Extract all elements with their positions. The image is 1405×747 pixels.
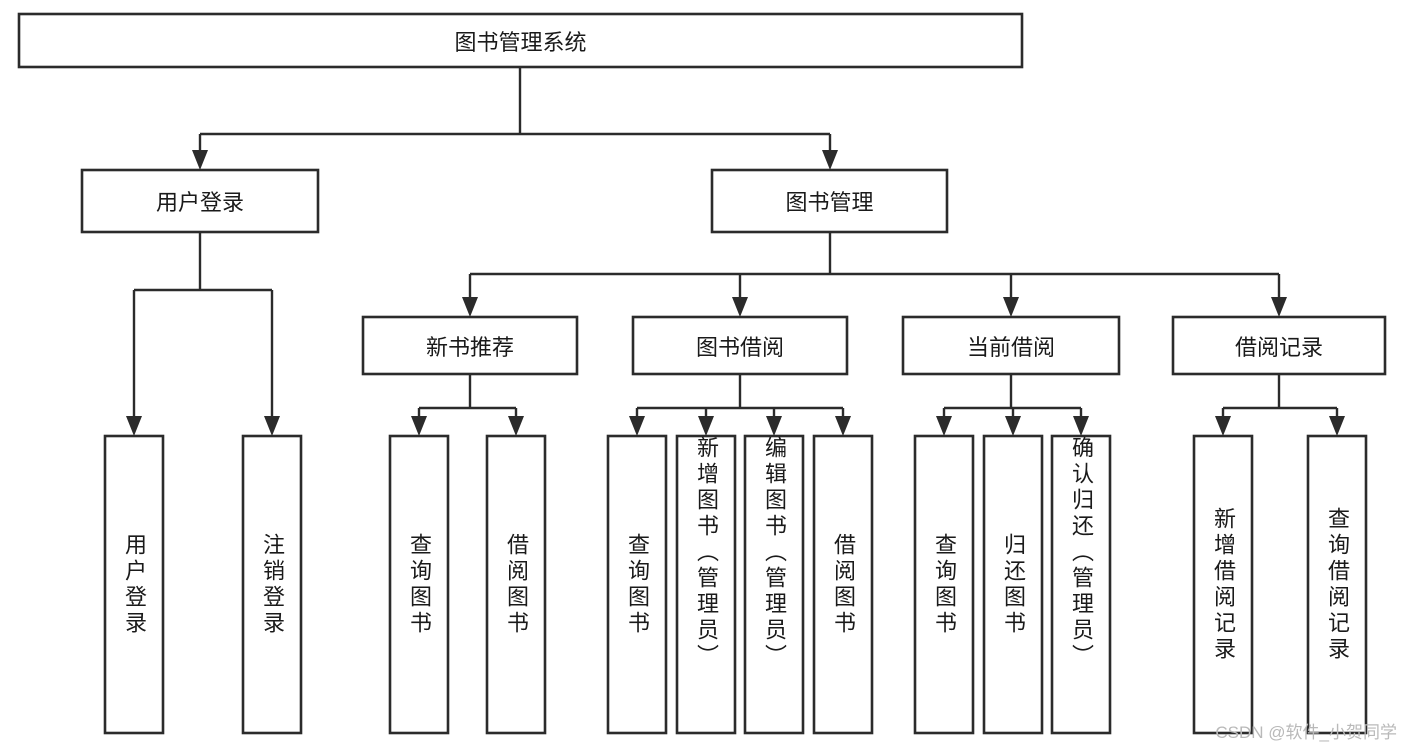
leaf-new-book-2[interactable] — [485, 434, 547, 735]
node-root-book-management-system[interactable] — [17, 12, 1024, 69]
node-new-book-recommend[interactable] — [361, 315, 579, 376]
leaf-book-borrow-4[interactable] — [812, 434, 874, 735]
leaf-book-borrow-3[interactable] — [743, 434, 805, 735]
node-book-borrow[interactable] — [631, 315, 849, 376]
leaf-book-borrow-2[interactable] — [675, 434, 737, 735]
connector-new-book-to-leaves — [411, 374, 524, 436]
leaf-user-login-2[interactable] — [241, 434, 303, 735]
leaf-user-login-1[interactable] — [103, 434, 165, 735]
connector-root-to-level2 — [192, 67, 838, 170]
watermark-text: CSDN @软件_小贺同学 — [1215, 723, 1397, 742]
node-book-management[interactable] — [710, 168, 949, 234]
connector-book-management-to-level3 — [462, 232, 1287, 317]
node-user-login[interactable] — [80, 168, 320, 234]
connector-book-borrow-to-leaves — [629, 374, 851, 436]
leaf-current-borrow-1[interactable] — [913, 434, 975, 735]
connector-user-login-to-leaves — [126, 232, 280, 436]
leaf-borrow-record-1[interactable] — [1192, 434, 1254, 735]
leaf-new-book-1[interactable] — [388, 434, 450, 735]
connector-current-borrow-to-leaves — [936, 374, 1089, 436]
node-borrow-record[interactable] — [1171, 315, 1387, 376]
leaf-current-borrow-2[interactable] — [982, 434, 1044, 735]
leaf-current-borrow-3[interactable] — [1050, 434, 1112, 735]
leaf-book-borrow-1[interactable] — [606, 434, 668, 735]
leaf-borrow-record-2[interactable] — [1306, 434, 1368, 735]
node-current-borrow[interactable] — [901, 315, 1121, 376]
connector-borrow-record-to-leaves — [1215, 374, 1345, 436]
